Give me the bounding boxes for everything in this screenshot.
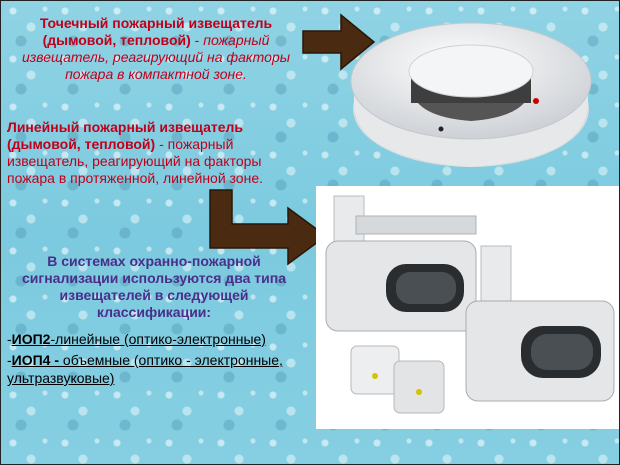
linear-detector-photo xyxy=(316,186,619,429)
classification-item-iop4: -ИОП4 - объемные (оптико - электронные, … xyxy=(7,351,317,387)
point-detector-title: Точечный пожарный извещатель (дымовой, т… xyxy=(39,15,273,48)
linear-detector-image xyxy=(325,195,615,414)
linear-detector-text: Линейный пожарный извещатель (дымовой, т… xyxy=(7,119,302,187)
linear-detector-title: Линейный пожарный извещатель (дымовой, т… xyxy=(7,119,244,152)
list-dash: - xyxy=(7,352,12,368)
iop4-code: ИОП4 - xyxy=(11,352,63,368)
classification-item-iop2: -ИОП2-линейные (оптико-электронные) xyxy=(7,331,266,348)
iop2-text: -линейные (оптико-электронные) xyxy=(50,331,266,347)
point-detector-desc: пожарный извещатель, реагирующий на факт… xyxy=(21,32,291,82)
arrow-right-icon xyxy=(302,13,376,71)
separator: - xyxy=(190,32,204,48)
list-dash: - xyxy=(7,331,12,347)
separator: - xyxy=(155,136,168,152)
iop4-text: объемные (оптико - электронные, ультразв… xyxy=(7,352,283,386)
classification-intro: В системах охранно-пожарной сигнализации… xyxy=(22,253,286,320)
iop2-code: ИОП2 xyxy=(11,331,51,347)
point-smoke-detector-image xyxy=(350,22,592,167)
bent-arrow-icon xyxy=(209,189,328,266)
point-detector-text: Точечный пожарный извещатель (дымовой, т… xyxy=(11,15,301,83)
linear-detector-desc: пожарный извещатель, реагирующий на факт… xyxy=(7,136,263,186)
